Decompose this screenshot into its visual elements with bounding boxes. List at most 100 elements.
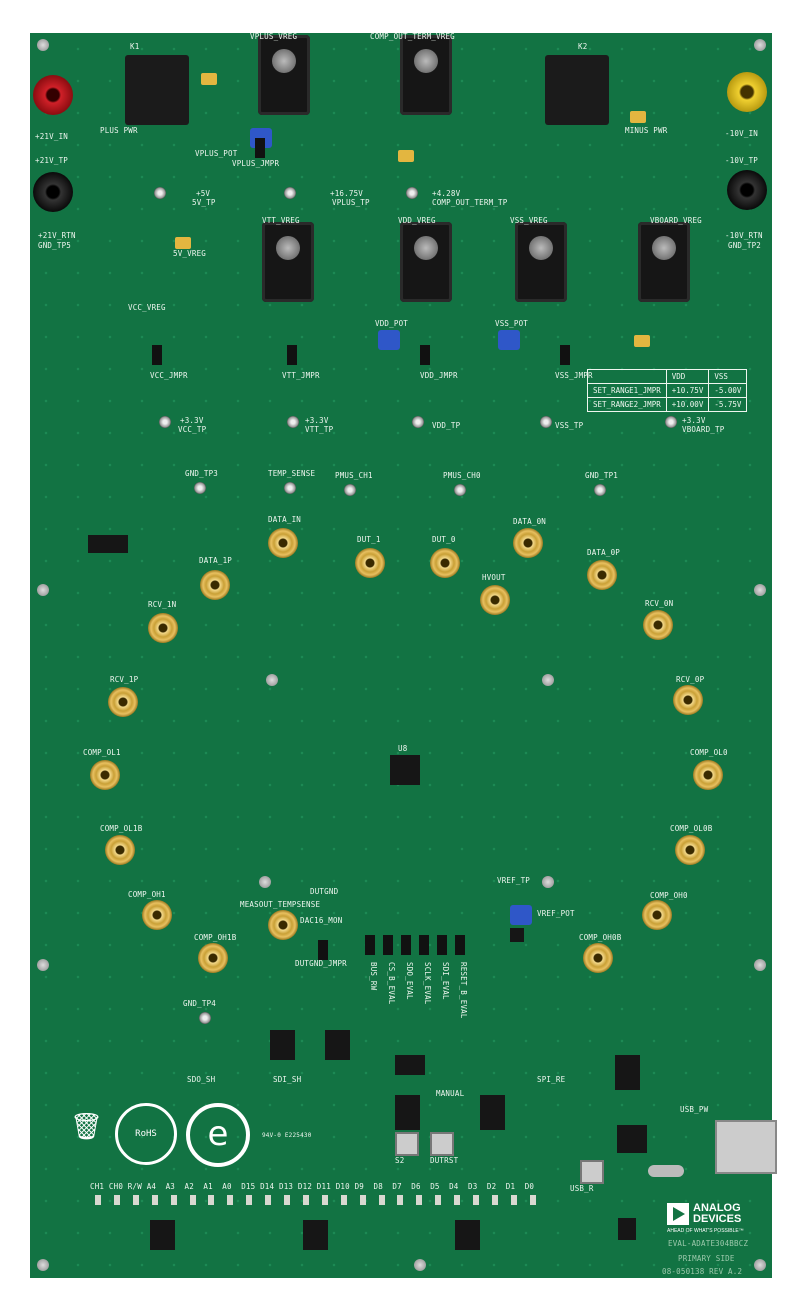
voltage-regulator — [258, 35, 310, 115]
jumper[interactable] — [401, 935, 411, 955]
jumper[interactable] — [420, 345, 430, 365]
sma-connector[interactable] — [90, 760, 120, 790]
jumper[interactable] — [255, 138, 265, 158]
ic-chip — [455, 1220, 480, 1250]
black-banana-jack[interactable] — [33, 172, 73, 212]
sma-connector[interactable] — [355, 548, 385, 578]
dut-chip-u8 — [390, 755, 420, 785]
jumper-label: VPLUS_JMPR — [232, 159, 280, 168]
push-button[interactable] — [430, 1132, 454, 1156]
power-label-m10v-in: -10V_IN — [725, 129, 759, 138]
sma-connector[interactable] — [200, 570, 230, 600]
jumper[interactable] — [287, 345, 297, 365]
sma-label: DUT_1 — [357, 535, 381, 544]
sma-connector[interactable] — [583, 943, 613, 973]
potentiometer[interactable] — [498, 330, 520, 350]
push-button[interactable] — [580, 1160, 604, 1184]
pot-label: VSS_POT — [495, 319, 529, 328]
channel-capacitor — [170, 1195, 177, 1205]
potentiometer[interactable] — [378, 330, 400, 350]
jumper-label: SDO_EVAL — [405, 962, 414, 1000]
voltage-regulator — [262, 222, 314, 302]
channel-label: A0 — [222, 1182, 232, 1191]
rohs-logo: RoHS — [115, 1103, 177, 1165]
table-header: VSS — [708, 369, 748, 384]
ic-chip — [303, 1220, 328, 1250]
power-label-p16v: +16.75V — [330, 189, 364, 198]
test-point[interactable] — [284, 482, 296, 494]
sma-connector[interactable] — [148, 613, 178, 643]
test-point[interactable] — [287, 416, 299, 428]
usb-connector[interactable] — [715, 1120, 777, 1174]
table-cell: -5.75V — [708, 397, 748, 412]
jumper[interactable] — [365, 935, 375, 955]
test-point[interactable] — [406, 187, 418, 199]
mounting-screw-icon — [754, 39, 766, 51]
sma-connector[interactable] — [673, 685, 703, 715]
test-point[interactable] — [199, 1012, 211, 1024]
channel-capacitor — [284, 1195, 290, 1205]
table-cell: SET_RANGE2_JMPR — [587, 397, 667, 412]
jumper[interactable] — [152, 345, 162, 365]
channel-capacitor — [208, 1195, 215, 1205]
relay-label: K2 — [578, 42, 588, 51]
jumper[interactable] — [383, 935, 393, 955]
sma-connector[interactable] — [643, 610, 673, 640]
jumper[interactable] — [419, 935, 429, 955]
sma-connector[interactable] — [268, 528, 298, 558]
sma-connector[interactable] — [587, 560, 617, 590]
sma-connector[interactable] — [105, 835, 135, 865]
sma-connector[interactable] — [693, 760, 723, 790]
potentiometer[interactable] — [510, 905, 532, 925]
test-point-label: GND_TP4 — [183, 999, 217, 1008]
test-point[interactable] — [665, 416, 677, 428]
sma-connector[interactable] — [480, 585, 510, 615]
power-label-vcc-tp-v: +3.3V — [180, 416, 204, 425]
sma-connector[interactable] — [513, 528, 543, 558]
test-point[interactable] — [284, 187, 296, 199]
test-point[interactable] — [594, 484, 606, 496]
channel-capacitor — [529, 1195, 536, 1205]
test-point[interactable] — [454, 484, 466, 496]
sma-connector[interactable] — [268, 910, 298, 940]
jumper[interactable] — [437, 935, 447, 955]
sma-connector[interactable] — [108, 687, 138, 717]
button-label: USB_R — [570, 1184, 594, 1193]
sma-label: MEASOUT_TEMPSENSE — [240, 900, 321, 909]
test-point[interactable] — [540, 416, 552, 428]
sma-connector[interactable] — [142, 900, 172, 930]
channel-label: D14 — [260, 1182, 275, 1191]
sma-connector[interactable] — [430, 548, 460, 578]
sma-connector[interactable] — [642, 900, 672, 930]
channel-label: A3 — [165, 1182, 176, 1191]
jumper[interactable] — [318, 940, 328, 960]
voltage-regulator — [400, 35, 452, 115]
test-point[interactable] — [344, 484, 356, 496]
ic-chip — [88, 535, 128, 553]
relay-k1 — [125, 55, 189, 125]
side-silkscreen: PRIMARY SIDE — [678, 1254, 735, 1263]
channel-capacitor — [359, 1195, 366, 1205]
channel-label: A2 — [184, 1182, 194, 1191]
power-label-p428v: +4.28V — [432, 189, 461, 198]
push-button[interactable] — [395, 1132, 419, 1156]
jumper[interactable] — [560, 345, 570, 365]
black-banana-jack[interactable] — [727, 170, 767, 210]
mounting-screw-icon — [259, 876, 271, 888]
yellow-banana-jack[interactable] — [727, 72, 767, 112]
test-point-label: PMUS_CH0 — [443, 471, 481, 480]
test-point[interactable] — [154, 187, 166, 199]
sma-connector[interactable] — [675, 835, 705, 865]
jumper[interactable] — [455, 935, 465, 955]
test-point[interactable] — [194, 482, 206, 494]
button-label: DUTRST — [430, 1156, 459, 1165]
table-header: VDD — [665, 369, 710, 384]
power-label-p5v: +5V — [196, 189, 211, 198]
red-banana-jack[interactable] — [33, 75, 73, 115]
jumper-label: SCLK_EVAL — [423, 962, 432, 1005]
test-point[interactable] — [412, 416, 424, 428]
sma-connector[interactable] — [198, 943, 228, 973]
ic-chip — [395, 1055, 425, 1075]
test-point[interactable] — [159, 416, 171, 428]
